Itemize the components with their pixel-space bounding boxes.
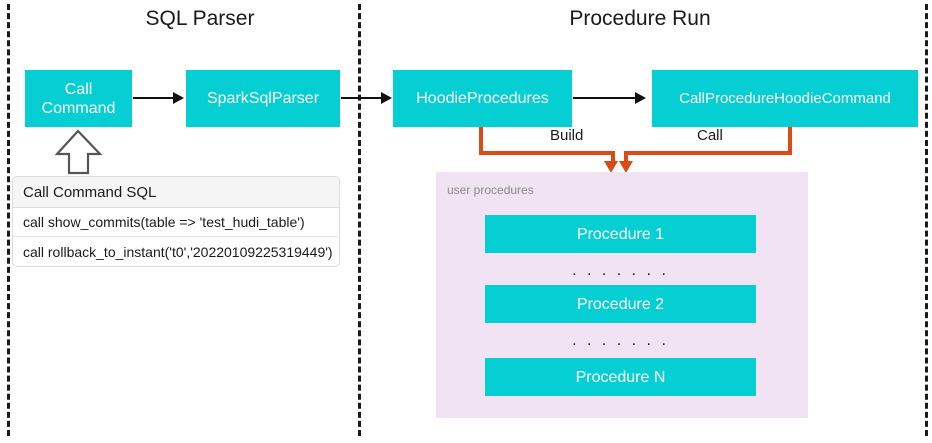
ellipsis-1: . . . . . . .	[572, 262, 669, 279]
arrow-call-command-to-spark-sql-parser-line	[133, 97, 175, 99]
sql-table-row: call rollback_to_instant('t0','202201092…	[23, 243, 333, 260]
build-connector-horizontal	[479, 151, 615, 155]
node-call-command-line2: Command	[41, 99, 116, 117]
sql-table-row: call show_commits(table => 'test_hudi_ta…	[13, 208, 339, 237]
node-call-procedure-hoodie-command[interactable]: CallProcedureHoodieCommand	[652, 70, 918, 127]
node-hoodie-procedures[interactable]: HoodieProcedures	[393, 70, 572, 127]
section-title-sql-parser: SQL Parser	[145, 7, 255, 30]
ellipsis-2: . . . . . . .	[572, 332, 669, 349]
build-connector-vertical	[479, 127, 483, 155]
separator-right	[925, 4, 928, 436]
arrow-call-command-to-spark-sql-parser-head	[173, 92, 184, 104]
call-connector-arrowhead	[619, 161, 633, 173]
call-connector-horizontal	[624, 151, 792, 155]
arrow-hoodie-procedures-to-call-procedure-line	[573, 97, 637, 99]
edge-label-call: Call	[693, 127, 727, 145]
separator-middle	[358, 4, 361, 436]
node-call-command-line1: Call	[64, 80, 93, 98]
node-call-command[interactable]: Call Command	[25, 70, 132, 127]
procedure-item-1[interactable]: Procedure 1	[485, 215, 756, 253]
edge-label-build: Build	[546, 127, 588, 145]
node-spark-sql-parser[interactable]: SparkSqlParser	[186, 70, 340, 127]
up-arrow-icon	[54, 129, 103, 175]
arrow-spark-sql-parser-to-hoodie-procedures-head	[381, 92, 392, 104]
sql-table-header: Call Command SQL	[13, 177, 339, 208]
procedure-item-2[interactable]: Procedure 2	[485, 285, 756, 323]
user-procedures-label: user procedures	[447, 183, 534, 197]
section-title-procedure-run: Procedure Run	[569, 7, 711, 30]
build-connector-arrowhead	[604, 161, 618, 173]
procedure-item-n[interactable]: Procedure N	[485, 358, 756, 396]
call-connector-drop	[624, 151, 628, 163]
separator-left	[7, 4, 10, 436]
arrow-hoodie-procedures-to-call-procedure-head	[635, 92, 646, 104]
call-connector-vertical	[788, 127, 792, 155]
build-connector-drop	[611, 151, 615, 163]
arrow-spark-sql-parser-to-hoodie-procedures-line	[341, 97, 383, 99]
call-command-sql-table: Call Command SQL call show_commits(table…	[12, 176, 340, 267]
